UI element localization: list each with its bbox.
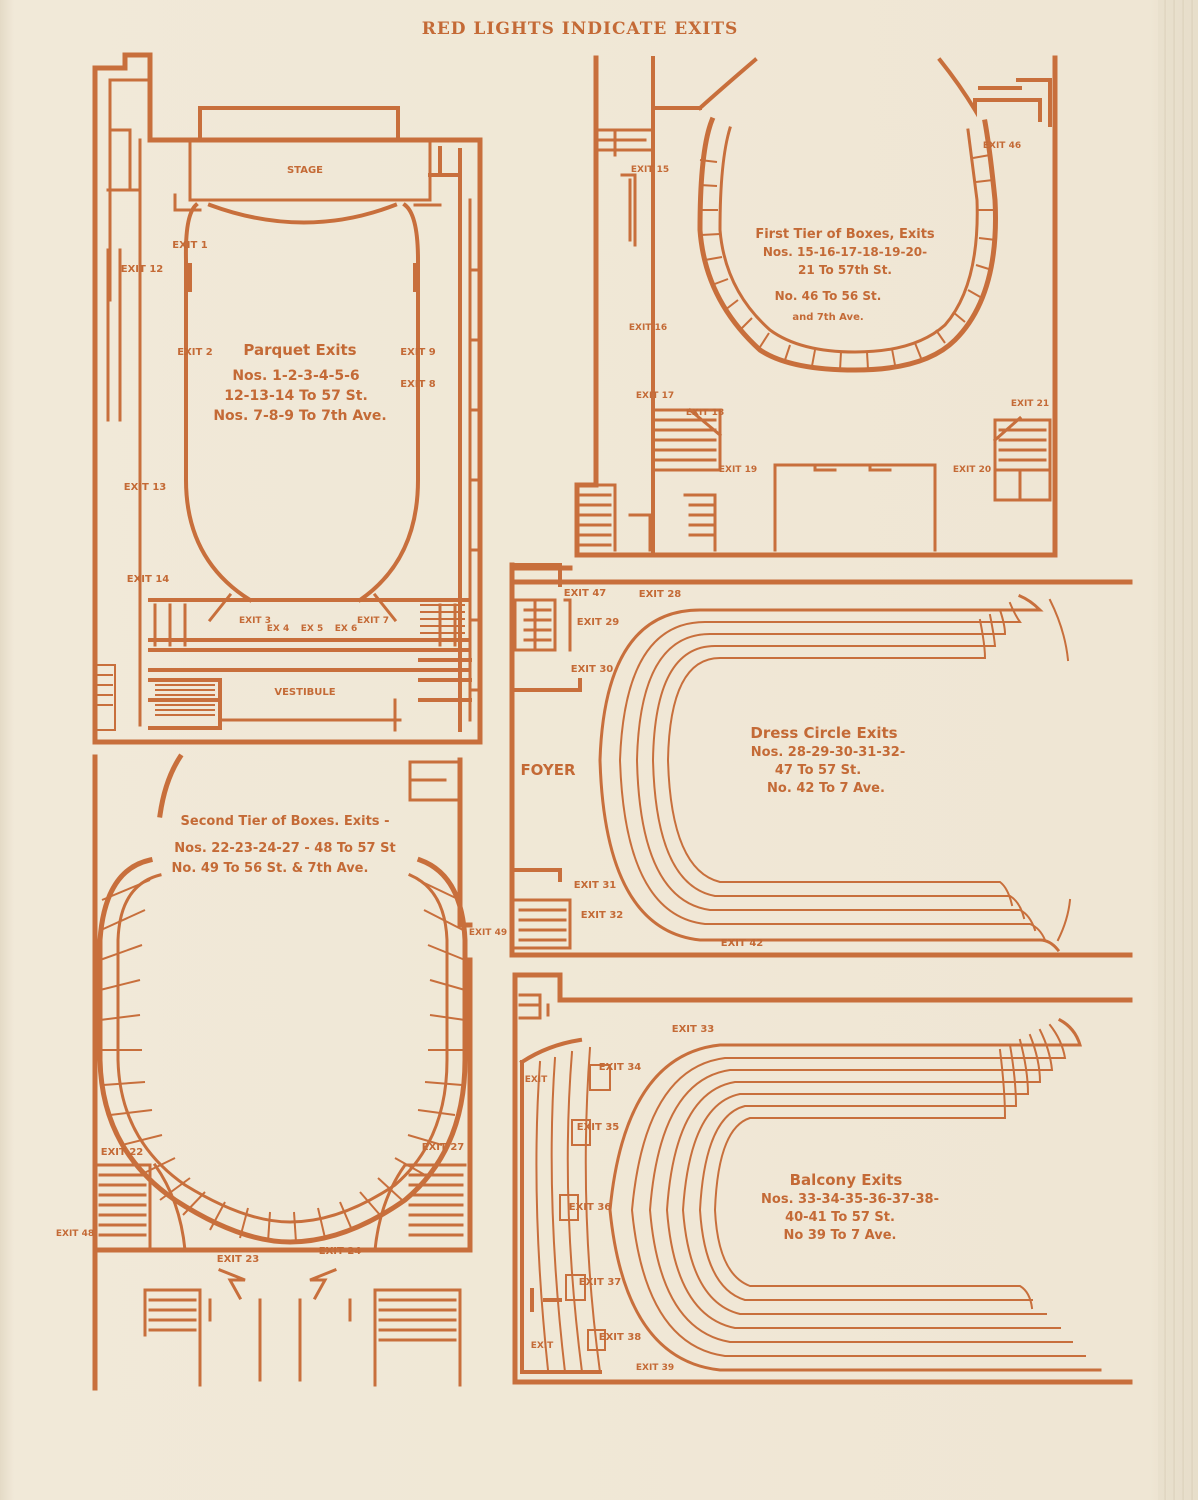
exit-21: EXIT 21 [1011, 399, 1049, 409]
first-tier-line-5: and 7th Ave. [792, 312, 863, 323]
balcony-line-4: No 39 To 7 Ave. [784, 1228, 897, 1243]
first-tier-line-1: First Tier of Boxes, Exits [755, 227, 935, 242]
exit-5: EX 5 [301, 624, 323, 634]
dress-circle-plan: Dress Circle Exits Nos. 28-29-30-31-32- … [509, 562, 1133, 958]
exit-39: EXIT 39 [636, 1363, 674, 1373]
second-tier-line-2: Nos. 22-23-24-27 - 48 To 57 St [174, 841, 395, 856]
dress-circle-line-2: Nos. 28-29-30-31-32- [751, 745, 905, 760]
exit-7: EXIT 7 [357, 616, 389, 626]
exit-2: EXIT 2 [177, 347, 213, 358]
balcony-plan: Balcony Exits Nos. 33-34-35-36-37-38- 40… [512, 972, 1133, 1385]
exit-12: EXIT 12 [121, 264, 164, 275]
stage-label: STAGE [287, 165, 323, 176]
dress-circle-line-1: Dress Circle Exits [750, 724, 897, 742]
exit-42: EXIT 42 [721, 938, 764, 949]
header-title: RED LIGHTS INDICATE EXITS [422, 19, 739, 39]
parquet-line-3: Nos. 7-8-9 To 7th Ave. [213, 408, 386, 424]
exit-16: EXIT 16 [629, 323, 667, 333]
exit-33: EXIT 33 [672, 1024, 715, 1035]
exit-14: EXIT 14 [127, 574, 170, 585]
exit-46: EXIT 46 [983, 141, 1021, 151]
exit-29: EXIT 29 [577, 617, 620, 628]
exit-6: EX 6 [335, 624, 357, 634]
exit-32: EXIT 32 [581, 910, 624, 921]
first-tier-plan: First Tier of Boxes, Exits Nos. 15-16-17… [574, 55, 1058, 558]
exit-27: EXIT 27 [422, 1142, 465, 1153]
dress-circle-line-4: No. 42 To 7 Ave. [767, 781, 885, 796]
first-tier-line-2: Nos. 15-16-17-18-19-20- [763, 245, 927, 259]
exit-48: EXIT 48 [56, 1229, 94, 1239]
exit-15: EXIT 15 [631, 165, 669, 175]
exit-4: EX 4 [267, 624, 289, 634]
exit-30: EXIT 30 [571, 664, 614, 675]
parquet-heading: Parquet Exits [243, 341, 356, 359]
exit-9: EXIT 9 [400, 347, 436, 358]
exit-13: EXIT 13 [124, 482, 167, 493]
exit-18: EXIT 18 [686, 408, 724, 418]
exit-35: EXIT 35 [577, 1122, 620, 1133]
exit-31: EXIT 31 [574, 880, 617, 891]
exit-1: EXIT 1 [172, 240, 208, 251]
balcony-line-1: Balcony Exits [790, 1171, 903, 1189]
exit-3: EXIT 3 [239, 616, 271, 626]
first-tier-line-4: No. 46 To 56 St. [775, 289, 882, 303]
balcony-line-3: 40-41 To 57 St. [785, 1210, 895, 1225]
parquet-plan: STAGE Parquet Exits Nos. 1-2-3-4-5-6 12-… [92, 52, 483, 745]
exit-20: EXIT 20 [953, 465, 991, 475]
foyer-label: FOYER [520, 761, 576, 779]
parquet-line-2: 12-13-14 To 57 St. [224, 388, 368, 404]
page-edge [1158, 0, 1198, 1500]
exit-38: EXIT 38 [599, 1332, 642, 1343]
first-tier-line-3: 21 To 57th St. [798, 263, 892, 277]
exit-22: EXIT 22 [101, 1147, 144, 1158]
exit-47: EXIT 47 [564, 588, 607, 599]
vestibule-label: VESTIBULE [274, 687, 335, 698]
exit-24: EXIT 24 [319, 1246, 362, 1257]
exit-37: EXIT 37 [579, 1277, 622, 1288]
balcony-line-2: Nos. 33-34-35-36-37-38- [761, 1192, 939, 1207]
exit-8: EXIT 8 [400, 379, 436, 390]
exit-49: EXIT 49 [469, 928, 507, 938]
dress-circle-line-3: 47 To 57 St. [775, 763, 861, 778]
exit-unnumbered-lower: EXIT [531, 1341, 554, 1351]
second-tier-line-3: No. 49 To 56 St. & 7th Ave. [172, 861, 369, 876]
second-tier-plan: Second Tier of Boxes. Exits - Nos. 22-23… [56, 753, 507, 1391]
parquet-line-1: Nos. 1-2-3-4-5-6 [232, 368, 359, 384]
exit-19: EXIT 19 [719, 465, 757, 475]
exit-36: EXIT 36 [569, 1202, 612, 1213]
exit-23: EXIT 23 [217, 1254, 260, 1265]
exit-17: EXIT 17 [636, 391, 674, 401]
exit-34: EXIT 34 [599, 1062, 642, 1073]
second-tier-line-1: Second Tier of Boxes. Exits - [181, 814, 390, 829]
exit-unnumbered-upper: EXIT [525, 1075, 548, 1085]
exit-28: EXIT 28 [639, 589, 682, 600]
